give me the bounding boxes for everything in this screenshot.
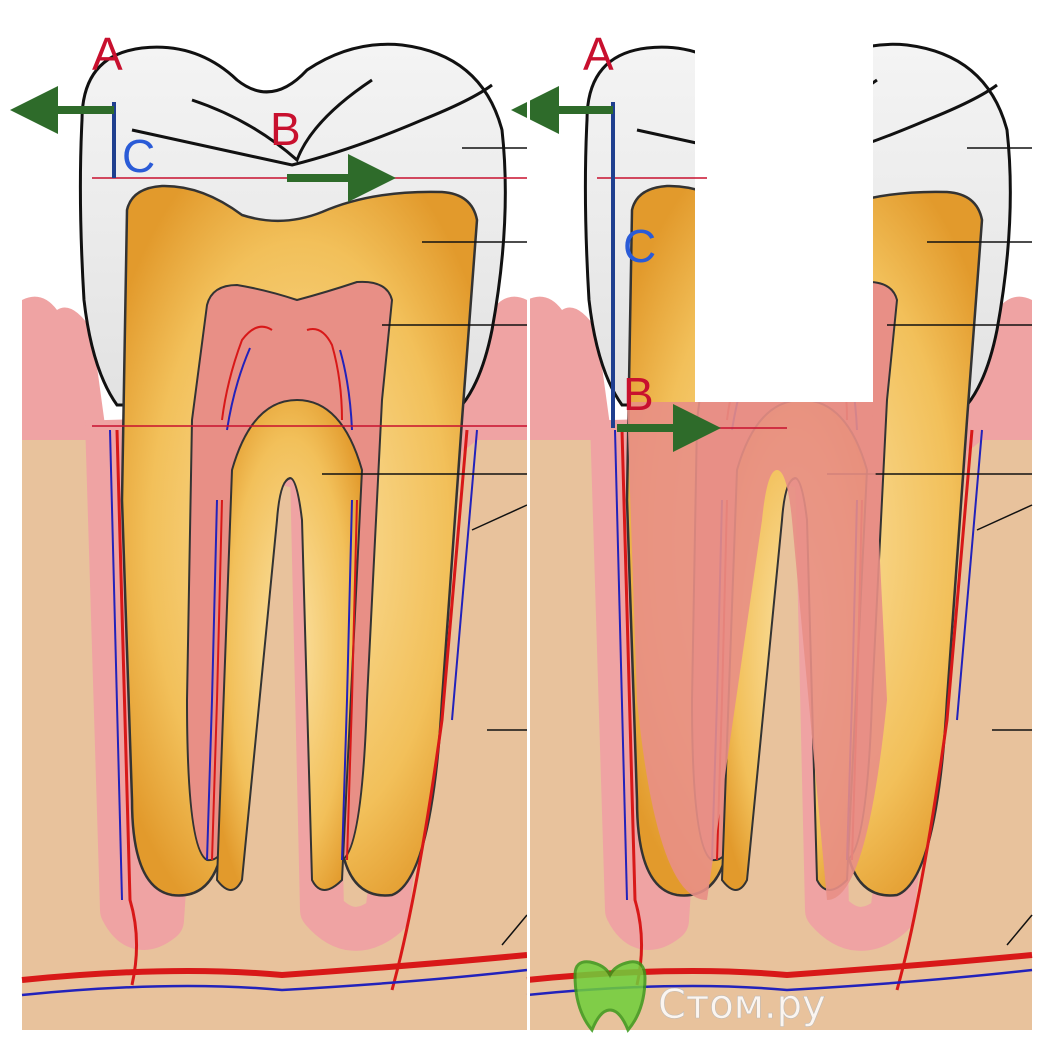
left-label-c: C — [122, 130, 155, 182]
right-label-a: A — [583, 28, 614, 80]
tooth-logo-icon — [573, 960, 647, 1033]
right-pulp-chamber-open — [627, 402, 887, 900]
right-label-b: B — [623, 368, 654, 420]
right-label-c: C — [623, 220, 656, 272]
right-cavity-removed — [695, 40, 873, 402]
left-panel: A B C — [22, 28, 527, 1030]
watermark-text: Стом.ру — [658, 982, 826, 1028]
left-label-b: B — [270, 103, 301, 155]
panel-divider — [527, 0, 530, 1040]
left-label-a: A — [92, 28, 123, 80]
left-tooth-illustration — [22, 44, 527, 1030]
watermark: Стом.ру — [573, 960, 826, 1033]
right-panel: A B C — [527, 28, 1032, 1030]
